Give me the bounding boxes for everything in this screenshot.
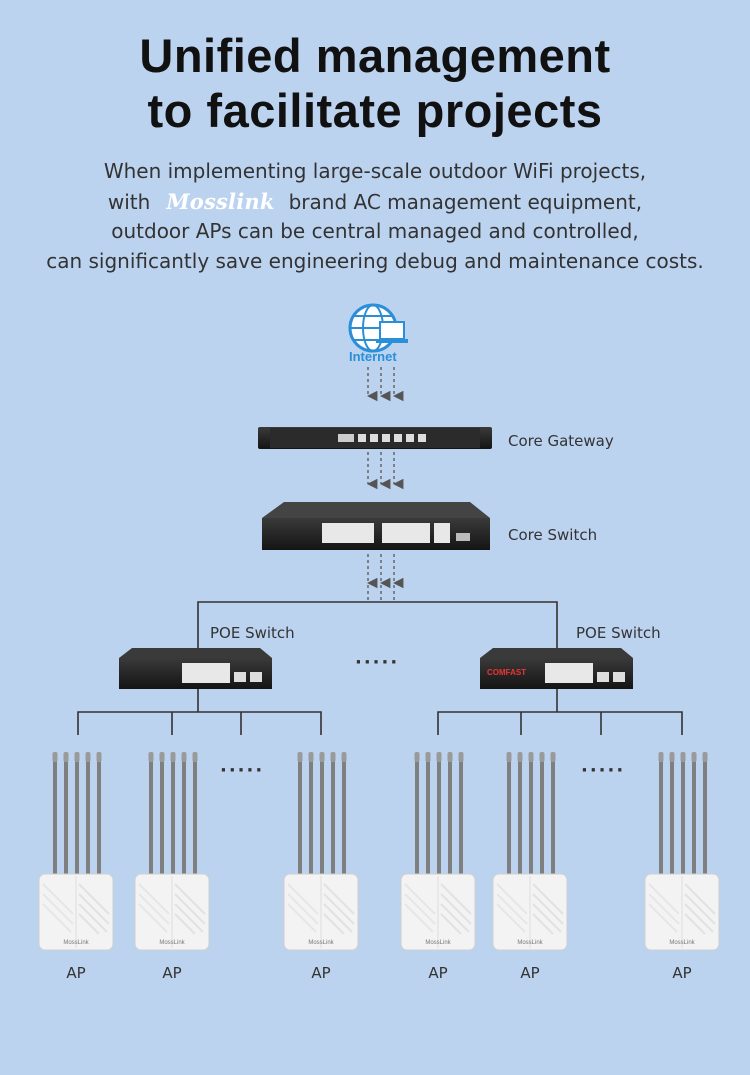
subtitle-brand-text: brand AC management equipment,	[288, 189, 643, 214]
ap-label: AP	[66, 964, 86, 982]
title-line-1: Unified management	[139, 29, 611, 82]
access-point-device	[491, 752, 569, 951]
access-point-device	[399, 752, 477, 951]
subtitle-line-4: can significantly save engineering debug…	[46, 248, 704, 273]
subtitle-line-2: with Mosslink brand AC management equipmen…	[0, 187, 750, 218]
page-title: Unified management to facilitate project…	[0, 28, 750, 138]
poe-switch-left-device	[119, 648, 272, 689]
poe-brand-logo: COMFAST	[487, 668, 527, 677]
ap-label: AP	[520, 964, 540, 982]
tree-lines	[77, 601, 683, 735]
access-point-device	[133, 752, 211, 951]
ellipsis-poe: ·····	[355, 652, 400, 673]
subtitle-line-3: outdoor APs can be central managed and c…	[111, 219, 639, 243]
ap-label: AP	[311, 964, 331, 982]
link-gateway-switch	[366, 452, 404, 490]
access-point-device	[643, 752, 721, 951]
access-point-device	[37, 752, 115, 951]
ap-label: AP	[162, 964, 182, 982]
ap-label: AP	[672, 964, 692, 982]
ellipsis-ap-left: ·····	[220, 760, 265, 781]
link-internet-gateway	[366, 367, 404, 402]
subtitle: When implementing large-scale outdoor Wi…	[0, 157, 750, 276]
ap-label: AP	[428, 964, 448, 982]
poe-switch-right-device	[480, 648, 633, 689]
access-point-device	[282, 752, 360, 951]
title-line-2: to facilitate projects	[147, 84, 603, 137]
core-gateway-device	[258, 427, 492, 449]
ap-brand-logo: MossLink	[308, 940, 334, 946]
ellipsis-ap-right: ·····	[581, 760, 626, 781]
subtitle-line-1: When implementing large-scale outdoor Wi…	[103, 159, 647, 183]
ap-brand-logo: MossLink	[517, 940, 543, 946]
subtitle-with: with	[107, 189, 151, 214]
core-switch-label: Core Switch	[508, 526, 598, 544]
link-switch-poe	[366, 554, 404, 601]
ap-brand-logo: MossLink	[425, 940, 451, 946]
core-gateway-label: Core Gateway	[508, 432, 614, 450]
internet-label: Internet	[349, 349, 397, 364]
brand-logo: Mosslink	[166, 188, 275, 214]
ap-brand-logo: MossLink	[669, 940, 695, 946]
poe-switch-left-label: POE Switch	[210, 624, 295, 642]
ap-brand-logo: MossLink	[159, 940, 185, 946]
core-switch-device	[262, 502, 490, 550]
poe-switch-right-label: POE Switch	[576, 624, 661, 642]
ap-brand-logo: MossLink	[63, 940, 89, 946]
internet-globe-icon	[348, 303, 408, 353]
